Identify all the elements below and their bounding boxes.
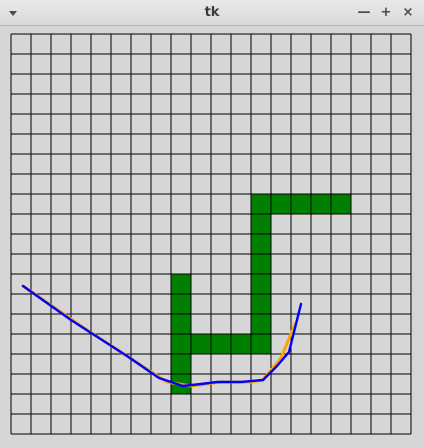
window-title: tk [204, 5, 220, 20]
obstacle-cell[interactable] [171, 354, 191, 374]
obstacle-cell[interactable] [291, 194, 311, 214]
maximize-button[interactable]: + [380, 5, 392, 20]
obstacle-cell[interactable] [331, 194, 351, 214]
chevron-down-icon-glyph [9, 11, 17, 16]
obstacle-cell[interactable] [171, 274, 191, 294]
obstacle-cell[interactable] [311, 194, 331, 214]
obstacle-cell[interactable] [251, 194, 271, 214]
obstacle-cell[interactable] [171, 314, 191, 334]
chevron-down-icon[interactable] [5, 5, 21, 21]
obstacle-cell[interactable] [251, 334, 271, 354]
obstacle-cell[interactable] [171, 334, 191, 354]
obstacle-cell[interactable] [251, 294, 271, 314]
obstacle-cell[interactable] [251, 254, 271, 274]
window-titlebar: tk — + × [0, 0, 424, 26]
obstacle-cell[interactable] [251, 214, 271, 234]
obstacle-cell[interactable] [251, 274, 271, 294]
obstacle-cell[interactable] [191, 334, 211, 354]
grid-canvas-svg[interactable] [10, 33, 412, 435]
obstacle-cell[interactable] [211, 334, 231, 354]
close-button[interactable]: × [402, 5, 414, 20]
minimize-button[interactable]: — [357, 5, 371, 20]
obstacle-cell[interactable] [251, 234, 271, 254]
obstacle-cell[interactable] [231, 334, 251, 354]
path-canvas[interactable] [10, 33, 412, 435]
smoothed-path-line [21, 284, 303, 388]
obstacle-cell[interactable] [271, 194, 291, 214]
obstacle-cell[interactable] [171, 294, 191, 314]
obstacle-cell[interactable] [251, 314, 271, 334]
